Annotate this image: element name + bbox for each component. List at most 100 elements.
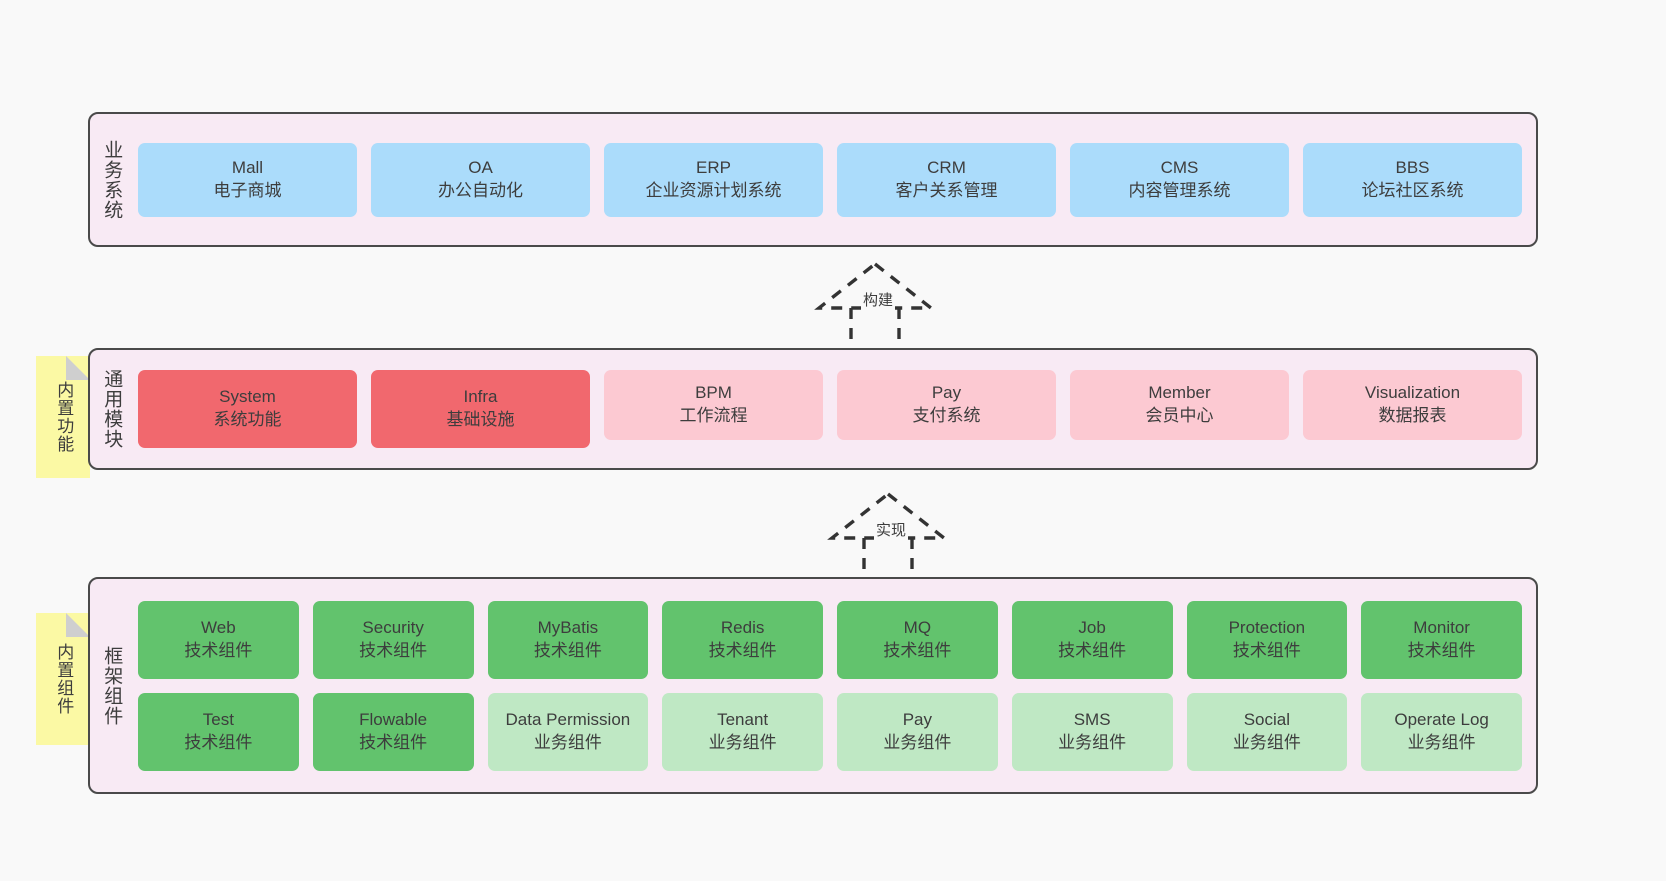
card-title: Operate Log xyxy=(1394,709,1489,729)
card-mybatis[interactable]: MyBatis 技术组件 xyxy=(487,600,649,679)
card-redis[interactable]: Redis 技术组件 xyxy=(662,600,823,679)
card-subtitle: 支付系统 xyxy=(912,406,981,425)
card-crm[interactable]: CRM 客户关系管理 xyxy=(837,142,1056,217)
card-subtitle: 技术组件 xyxy=(708,640,777,660)
layer-title-common-modules: 通用模块 xyxy=(101,369,123,449)
card-title: Social xyxy=(1243,709,1291,729)
card-title: Monitor xyxy=(1413,617,1470,637)
card-data-permission[interactable]: Data Permission 业务组件 xyxy=(487,692,649,771)
card-bbs[interactable]: BBS 论坛社区系统 xyxy=(1303,142,1522,217)
card-row: Mall 电子商城 OA 办公自动化 ERP 企业资源计划系统 CRM 客户关系… xyxy=(138,142,1522,217)
card-subtitle: 数据报表 xyxy=(1378,406,1447,425)
card-title: OA xyxy=(468,157,493,177)
card-cms[interactable]: CMS 内容管理系统 xyxy=(1070,142,1289,217)
card-subtitle: 技术组件 xyxy=(533,640,602,660)
card-sms[interactable]: SMS 业务组件 xyxy=(1011,692,1173,771)
card-subtitle: 技术组件 xyxy=(184,640,253,660)
card-title: MyBatis xyxy=(537,617,599,637)
card-subtitle: 技术组件 xyxy=(359,640,428,660)
card-pay[interactable]: Pay 支付系统 xyxy=(837,370,1056,440)
card-monitor[interactable]: Monitor 技术组件 xyxy=(1361,600,1522,679)
note-builtin-components: 内置组件 xyxy=(36,613,90,745)
layer-body-common-modules: System 系统功能 Infra 基础设施 BPM 工作流程 Pay 支付系统… xyxy=(132,350,1536,468)
card-subtitle: 业务组件 xyxy=(1232,732,1301,752)
card-title: Web xyxy=(201,617,236,637)
card-title: Test xyxy=(202,709,234,729)
card-subtitle: 技术组件 xyxy=(359,732,428,752)
card-title: Data Permission xyxy=(505,709,631,729)
card-flowable[interactable]: Flowable 技术组件 xyxy=(312,692,474,771)
card-subtitle: 论坛社区系统 xyxy=(1361,180,1464,200)
card-mall[interactable]: Mall 电子商城 xyxy=(138,142,357,217)
note-builtin-features-label: 内置功能 xyxy=(54,381,74,453)
card-test[interactable]: Test 技术组件 xyxy=(138,692,299,771)
card-title: Pay xyxy=(931,383,962,403)
card-title: Job xyxy=(1078,617,1106,637)
card-subtitle: 办公自动化 xyxy=(438,180,523,200)
card-subtitle: 技术组件 xyxy=(1232,640,1301,660)
card-title: CMS xyxy=(1160,157,1199,177)
card-job[interactable]: Job 技术组件 xyxy=(1011,600,1173,679)
card-subtitle: 业务组件 xyxy=(883,732,952,752)
card-protection[interactable]: Protection 技术组件 xyxy=(1186,600,1348,679)
card-row: System 系统功能 Infra 基础设施 BPM 工作流程 Pay 支付系统… xyxy=(138,370,1522,448)
card-oa[interactable]: OA 办公自动化 xyxy=(371,142,590,217)
card-title: Mall xyxy=(231,157,264,177)
card-subtitle: 工作流程 xyxy=(679,406,748,425)
card-subtitle: 业务组件 xyxy=(533,732,602,752)
card-subtitle: 基础设施 xyxy=(446,410,515,429)
card-title: Security xyxy=(362,617,424,637)
card-bpm[interactable]: BPM 工作流程 xyxy=(604,370,823,440)
note-builtin-features: 内置功能 xyxy=(36,356,90,478)
card-subtitle: 技术组件 xyxy=(184,732,253,752)
card-title: SMS xyxy=(1073,709,1111,729)
card-subtitle: 会员中心 xyxy=(1145,406,1214,425)
card-title: System xyxy=(219,387,276,407)
card-system[interactable]: System 系统功能 xyxy=(138,370,357,448)
connector-implement-label: 实现 xyxy=(874,522,909,540)
layer-framework-components: 框架组件 Web 技术组件 Security 技术组件 MyBatis 技术组件… xyxy=(88,577,1538,794)
card-title: Tenant xyxy=(717,709,769,729)
card-title: Member xyxy=(1148,383,1211,403)
card-subtitle: 电子商城 xyxy=(213,180,282,200)
card-subtitle: 内容管理系统 xyxy=(1128,180,1231,200)
card-social[interactable]: Social 业务组件 xyxy=(1186,692,1348,771)
card-row: Web 技术组件 Security 技术组件 MyBatis 技术组件 Redi… xyxy=(138,600,1522,679)
card-subtitle: 系统功能 xyxy=(213,410,282,429)
card-infra[interactable]: Infra 基础设施 xyxy=(371,370,590,448)
card-subtitle: 客户关系管理 xyxy=(895,180,998,200)
card-subtitle: 技术组件 xyxy=(1058,640,1127,660)
card-erp[interactable]: ERP 企业资源计划系统 xyxy=(604,142,823,217)
card-mq[interactable]: MQ 技术组件 xyxy=(837,600,998,679)
layer-title-business-systems: 业务系统 xyxy=(101,139,123,220)
card-title: BBS xyxy=(1395,157,1430,177)
layer-body-framework-components: Web 技术组件 Security 技术组件 MyBatis 技术组件 Redi… xyxy=(132,579,1536,792)
card-subtitle: 企业资源计划系统 xyxy=(645,180,782,200)
card-operate-log[interactable]: Operate Log 业务组件 xyxy=(1361,692,1522,771)
card-web[interactable]: Web 技术组件 xyxy=(138,600,299,679)
card-visualization[interactable]: Visualization 数据报表 xyxy=(1303,370,1522,440)
connector-implement: 实现 xyxy=(808,488,968,580)
card-tenant[interactable]: Tenant 业务组件 xyxy=(662,692,823,771)
card-pay-business[interactable]: Pay 业务组件 xyxy=(837,692,998,771)
connector-build-label: 构建 xyxy=(861,292,896,310)
card-member[interactable]: Member 会员中心 xyxy=(1070,370,1289,440)
card-title: Redis xyxy=(720,617,765,637)
card-title: BPM xyxy=(695,383,732,403)
card-row: Test 技术组件 Flowable 技术组件 Data Permission … xyxy=(138,692,1522,771)
layer-business-systems: 业务系统 Mall 电子商城 OA 办公自动化 ERP 企业资源计划系统 CRM… xyxy=(88,112,1538,247)
card-title: CRM xyxy=(927,157,966,177)
connector-build: 构建 xyxy=(795,258,955,350)
layer-common-modules: 通用模块 System 系统功能 Infra 基础设施 BPM 工作流程 Pay… xyxy=(88,348,1538,470)
card-title: Pay xyxy=(902,709,933,729)
card-security[interactable]: Security 技术组件 xyxy=(312,600,474,679)
card-title: Flowable xyxy=(359,709,428,729)
card-title: Protection xyxy=(1228,617,1306,637)
card-subtitle: 技术组件 xyxy=(1407,640,1476,660)
card-title: Infra xyxy=(463,387,498,407)
card-subtitle: 业务组件 xyxy=(708,732,777,752)
layer-body-business-systems: Mall 电子商城 OA 办公自动化 ERP 企业资源计划系统 CRM 客户关系… xyxy=(132,114,1536,245)
layer-title-framework-components: 框架组件 xyxy=(101,645,123,726)
note-builtin-components-label: 内置组件 xyxy=(54,643,74,715)
